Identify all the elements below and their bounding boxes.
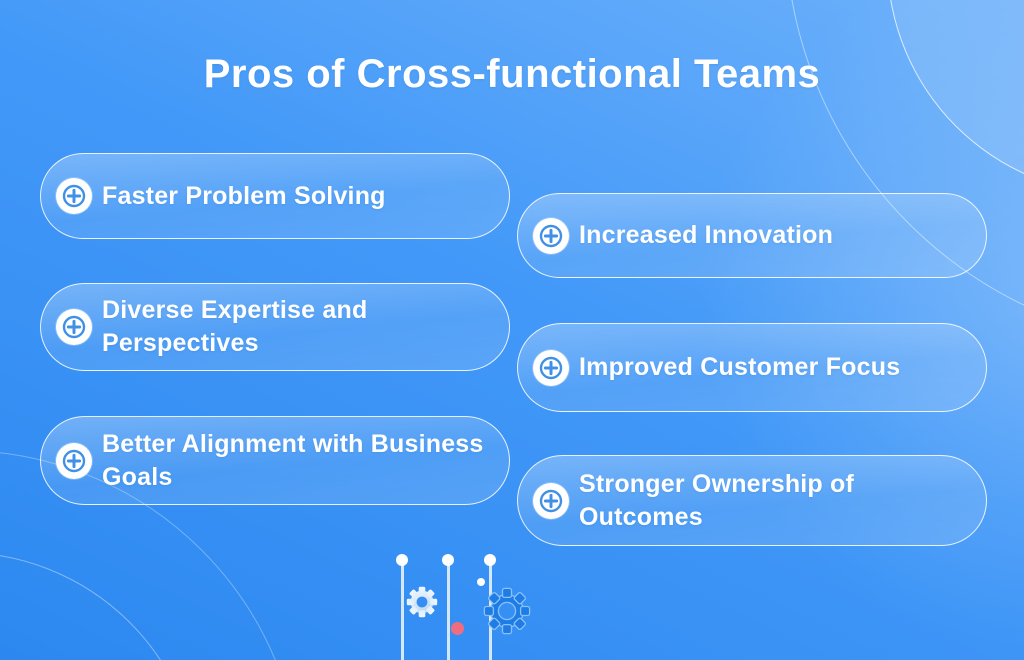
benefit-card-improved-customer-focus: Improved Customer Focus [517, 323, 987, 412]
plus-circle-icon [533, 482, 569, 519]
light-gear-icon [406, 586, 438, 618]
benefit-card-faster-problem-solving: Faster Problem Solving [40, 153, 510, 239]
pin-head [484, 554, 496, 566]
benefit-card-diverse-expertise: Diverse Expertise and Perspectives [40, 283, 510, 371]
benefit-card-increased-innovation: Increased Innovation [517, 193, 987, 278]
plus-circle-icon [56, 309, 92, 345]
white-dot-decoration [477, 578, 485, 586]
card-label: Stronger Ownership of Outcomes [579, 469, 855, 531]
benefit-card-stronger-ownership: Stronger Ownership of Outcomes [517, 455, 987, 546]
pin-head [442, 554, 454, 566]
card-label: Faster Problem Solving [102, 181, 386, 210]
plus-circle-icon [533, 217, 569, 254]
blue-gear-icon [483, 587, 531, 635]
pin-line [401, 560, 404, 660]
card-label: Better Alignment with Business Goals [102, 429, 484, 491]
card-label: Increased Innovation [579, 221, 834, 249]
card-label: Improved Customer Focus [579, 353, 901, 381]
card-label: Diverse Expertise and Perspectives [102, 296, 368, 357]
pin-head [396, 554, 408, 566]
page-title: Pros of Cross-functional Teams [203, 52, 821, 96]
benefit-card-better-alignment: Better Alignment with Business Goals [40, 416, 510, 505]
pin-line [447, 560, 450, 660]
pink-dot-decoration [451, 622, 464, 635]
plus-circle-icon [533, 349, 569, 386]
plus-circle-icon [56, 442, 92, 479]
plus-circle-icon [56, 178, 92, 214]
